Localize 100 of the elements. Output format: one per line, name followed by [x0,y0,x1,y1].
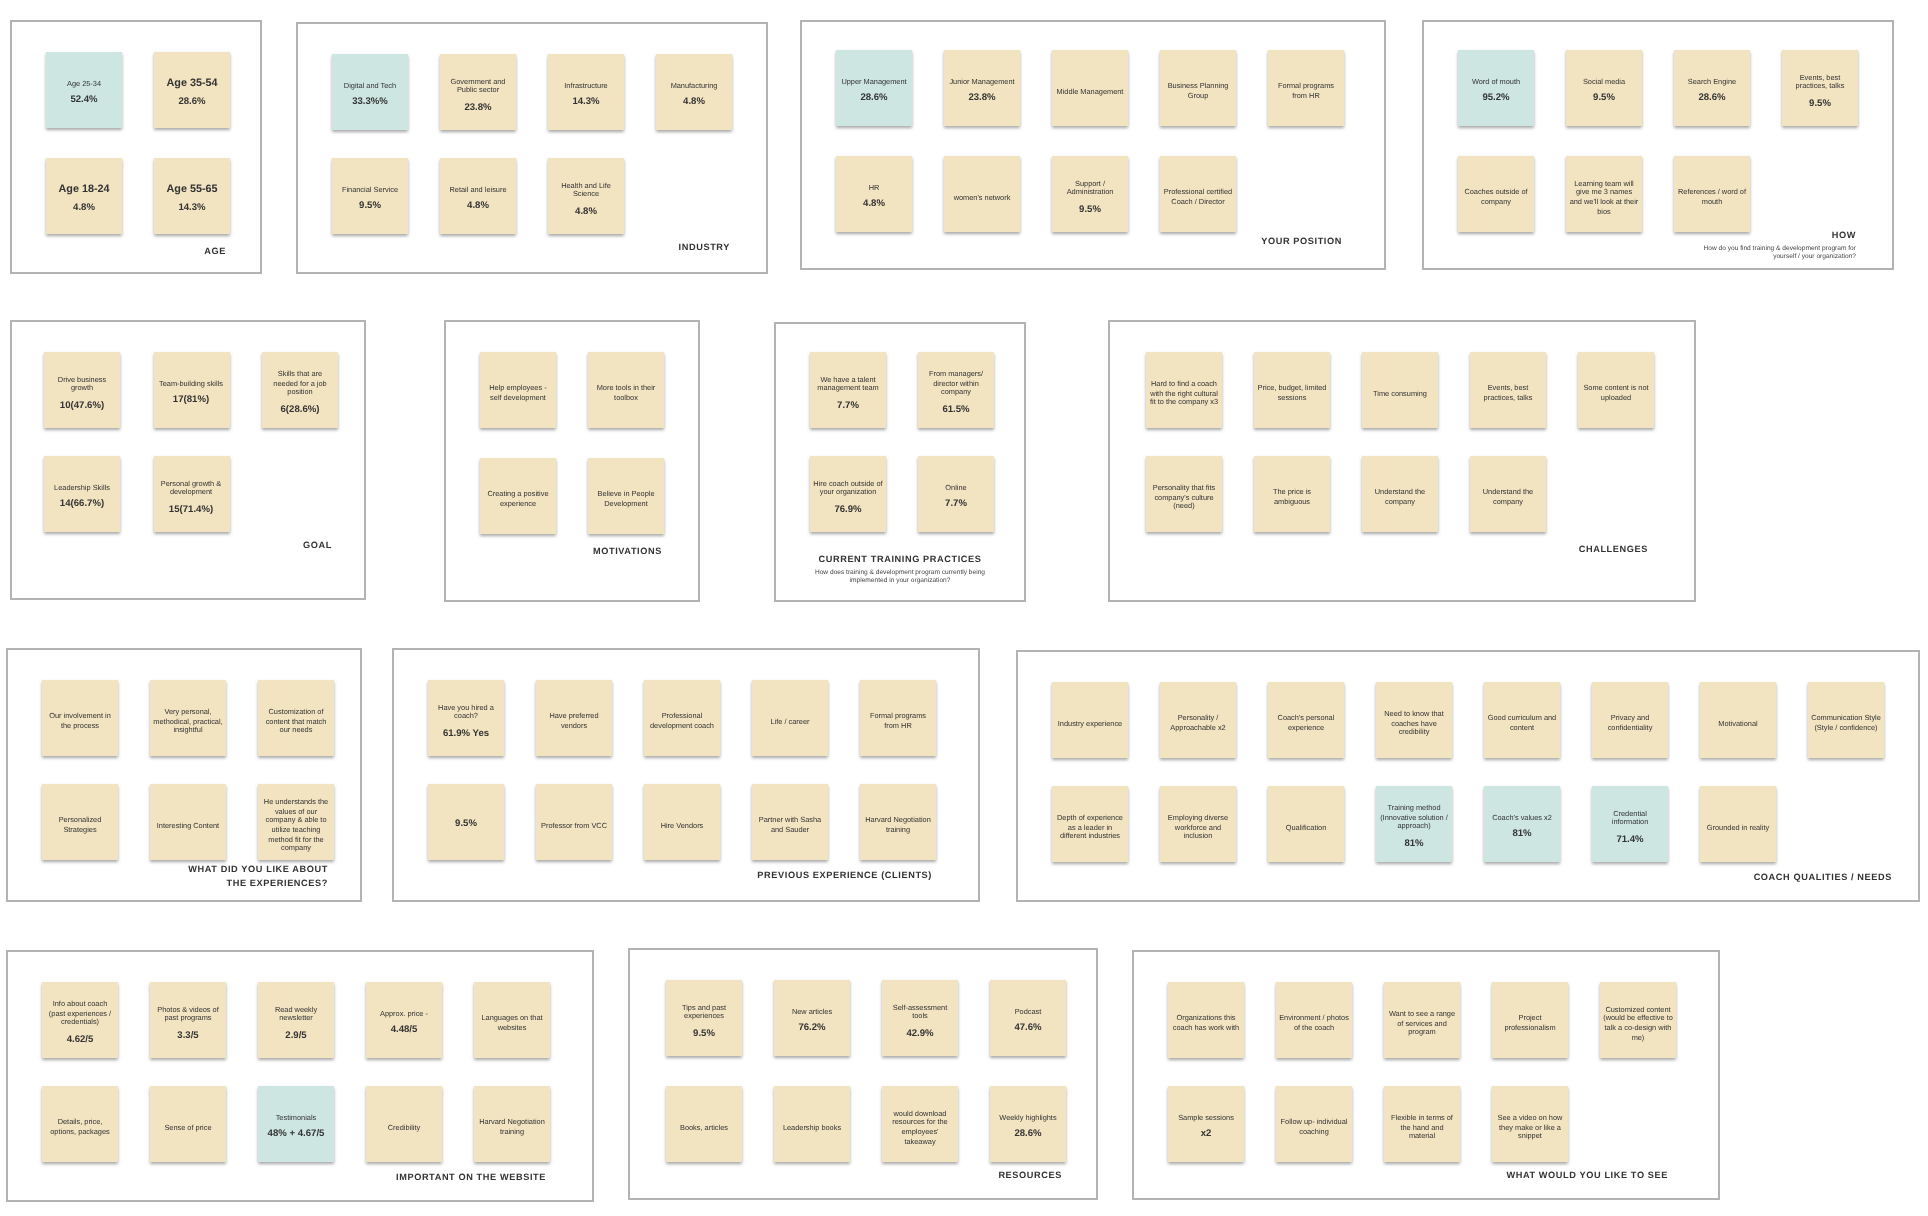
sticky-note [258,784,334,860]
sticky-note [1052,156,1128,232]
sticky-note [428,784,504,860]
sticky-note [1362,352,1438,428]
sticky-note [918,456,994,532]
sticky-note [1052,50,1128,126]
sticky-note [42,784,118,860]
sticky-note [332,54,408,130]
sticky-note [44,352,120,428]
sticky-note [644,680,720,756]
sticky-note [332,158,408,234]
sticky-note [548,158,624,234]
category-panel [800,20,1386,270]
sticky-note [1052,786,1128,862]
sticky-note [1160,786,1236,862]
sticky-note [1160,682,1236,758]
category-panel [10,20,262,274]
sticky-note [1674,156,1750,232]
category-panel [1016,650,1920,902]
sticky-note [1700,786,1776,862]
sticky-note [1592,786,1668,862]
sticky-note [774,980,850,1056]
sticky-note [1782,50,1858,126]
sticky-note [548,54,624,130]
sticky-note [752,784,828,860]
sticky-note [774,1086,850,1162]
sticky-note [1592,682,1668,758]
sticky-note [1484,682,1560,758]
sticky-note [150,784,226,860]
sticky-note [1146,352,1222,428]
sticky-note [153,456,229,532]
sticky-note [480,458,556,534]
sticky-note [990,1086,1066,1162]
category-panel [628,948,1098,1200]
sticky-note [1674,50,1750,126]
sticky-note [46,158,122,234]
sticky-note [810,352,886,428]
sticky-note [860,784,936,860]
category-panel [1132,950,1720,1200]
sticky-note [1470,352,1546,428]
sticky-note [42,1086,118,1162]
sticky-note [944,156,1020,232]
sticky-note [44,456,120,532]
sticky-note [1268,50,1344,126]
sticky-note [1168,1086,1244,1162]
sticky-note [944,50,1020,126]
category-panel [296,22,768,274]
sticky-note [262,352,338,428]
sticky-note [1384,982,1460,1058]
sticky-note [258,982,334,1058]
sticky-note [1458,50,1534,126]
sticky-note [1052,682,1128,758]
sticky-note [588,458,664,534]
sticky-note [440,54,516,130]
sticky-note [153,352,229,428]
sticky-note [836,50,912,126]
sticky-note [440,158,516,234]
sticky-note [1808,682,1884,758]
sticky-note [588,352,664,428]
category-panel [444,320,700,602]
sticky-note [258,1086,334,1162]
sticky-note [1362,456,1438,532]
sticky-note [154,158,230,234]
sticky-note [428,680,504,756]
sticky-note [1484,786,1560,862]
sticky-note [882,1086,958,1162]
sticky-note [836,156,912,232]
sticky-note [474,982,550,1058]
sticky-note [1458,156,1534,232]
sticky-note [150,1086,226,1162]
sticky-note [258,680,334,756]
sticky-note [150,680,226,756]
sticky-note [882,980,958,1056]
sticky-note [1268,786,1344,862]
sticky-note [1254,456,1330,532]
sticky-note [752,680,828,756]
category-panel [392,648,980,902]
sticky-note [474,1086,550,1162]
category-panel [1108,320,1696,602]
sticky-note [1276,982,1352,1058]
sticky-note [42,680,118,756]
sticky-note [1160,156,1236,232]
sticky-note [154,52,230,128]
sticky-note [480,352,556,428]
sticky-note [656,54,732,130]
category-panel [10,320,366,600]
sticky-note [1578,352,1654,428]
category-panel [6,648,362,902]
sticky-note [366,1086,442,1162]
sticky-note [1168,982,1244,1058]
sticky-note [1376,682,1452,758]
sticky-note [666,980,742,1056]
sticky-note [644,784,720,860]
sticky-note [810,456,886,532]
sticky-note [1254,352,1330,428]
sticky-note [1470,456,1546,532]
sticky-note [46,52,122,128]
sticky-note [1268,682,1344,758]
category-panel [6,950,594,1202]
sticky-note [1160,50,1236,126]
